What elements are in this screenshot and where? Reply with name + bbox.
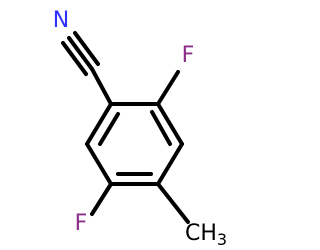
methyl-subscript: 3 <box>217 230 227 249</box>
fluorine-bottom-label: F <box>75 211 88 236</box>
ring-inner-double-right <box>150 110 172 146</box>
ring-inner-double-left <box>98 112 120 146</box>
nitrile-triple-bond-line-1 <box>67 36 94 71</box>
bond-cn-to-ring <box>90 67 113 106</box>
nitrile-triple-bond-line-2 <box>61 41 88 76</box>
bond-to-fluorine-bottom <box>90 182 113 216</box>
bonds <box>61 31 190 224</box>
bond-to-methyl <box>156 182 190 224</box>
nitrile-triple-bond-line-3 <box>73 31 100 66</box>
ring-bond-lower-right <box>156 142 184 186</box>
bond-to-fluorine-top <box>156 70 180 106</box>
structure-svg: N F F CH3 <box>53 8 227 249</box>
methyl-label: CH3 <box>185 221 227 249</box>
ring-bond-upper-right <box>156 102 184 146</box>
ring-bond-lower-left <box>85 142 113 186</box>
methyl-symbol: CH <box>185 221 217 246</box>
nitrogen-label: N <box>53 8 69 33</box>
ring-bond-upper-left <box>85 102 113 146</box>
molecule-diagram: N F F CH3 <box>53 8 227 249</box>
fluorine-top-label: F <box>182 43 195 68</box>
